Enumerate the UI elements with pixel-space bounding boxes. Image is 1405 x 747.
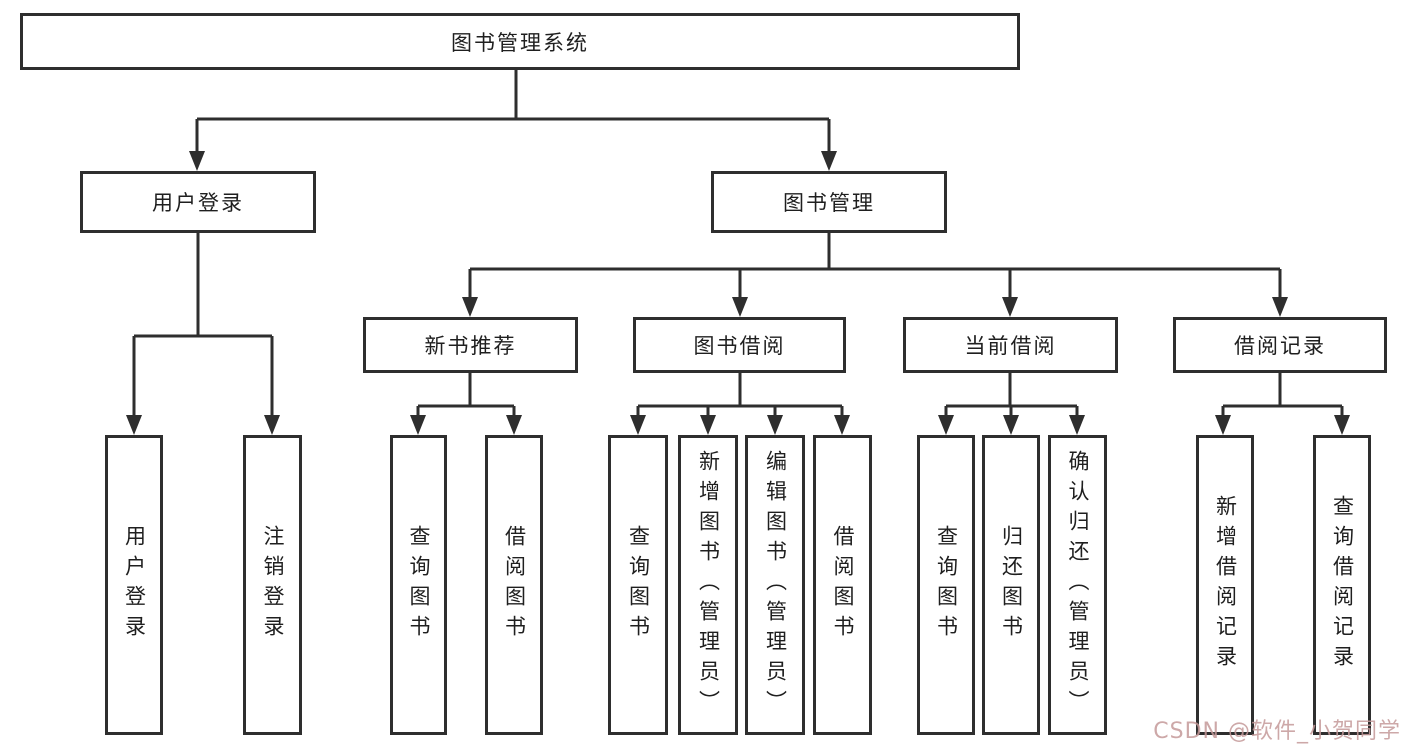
leaf-query-book-current: 查询图书 (917, 435, 975, 735)
leaf-logout: 注销登录 (243, 435, 302, 735)
node-book-management: 图书管理 (711, 171, 947, 233)
leaf-borrow-book-recommend: 借阅图书 (485, 435, 543, 735)
node-book-borrow: 图书借阅 (633, 317, 846, 373)
node-borrow-records: 借阅记录 (1173, 317, 1387, 373)
node-current-borrow: 当前借阅 (903, 317, 1118, 373)
node-new-book-recommend: 新书推荐 (363, 317, 578, 373)
node-user-login: 用户登录 (80, 171, 316, 233)
node-library-management-system: 图书管理系统 (20, 13, 1020, 70)
leaf-add-borrow-record: 新增借阅记录 (1196, 435, 1254, 735)
leaf-borrow-book: 借阅图书 (813, 435, 872, 735)
leaf-confirm-return-admin: 确认归还（管理员） (1048, 435, 1107, 735)
leaf-query-book-borrow: 查询图书 (608, 435, 668, 735)
leaf-query-borrow-record: 查询借阅记录 (1313, 435, 1371, 735)
leaf-user-login: 用户登录 (105, 435, 163, 735)
leaf-query-book-recommend: 查询图书 (390, 435, 447, 735)
watermark: CSDN @软件_小贺同学 (1153, 719, 1401, 744)
leaf-return-book: 归还图书 (982, 435, 1040, 735)
leaf-add-book-admin: 新增图书（管理员） (678, 435, 738, 735)
leaf-edit-book-admin: 编辑图书（管理员） (745, 435, 805, 735)
